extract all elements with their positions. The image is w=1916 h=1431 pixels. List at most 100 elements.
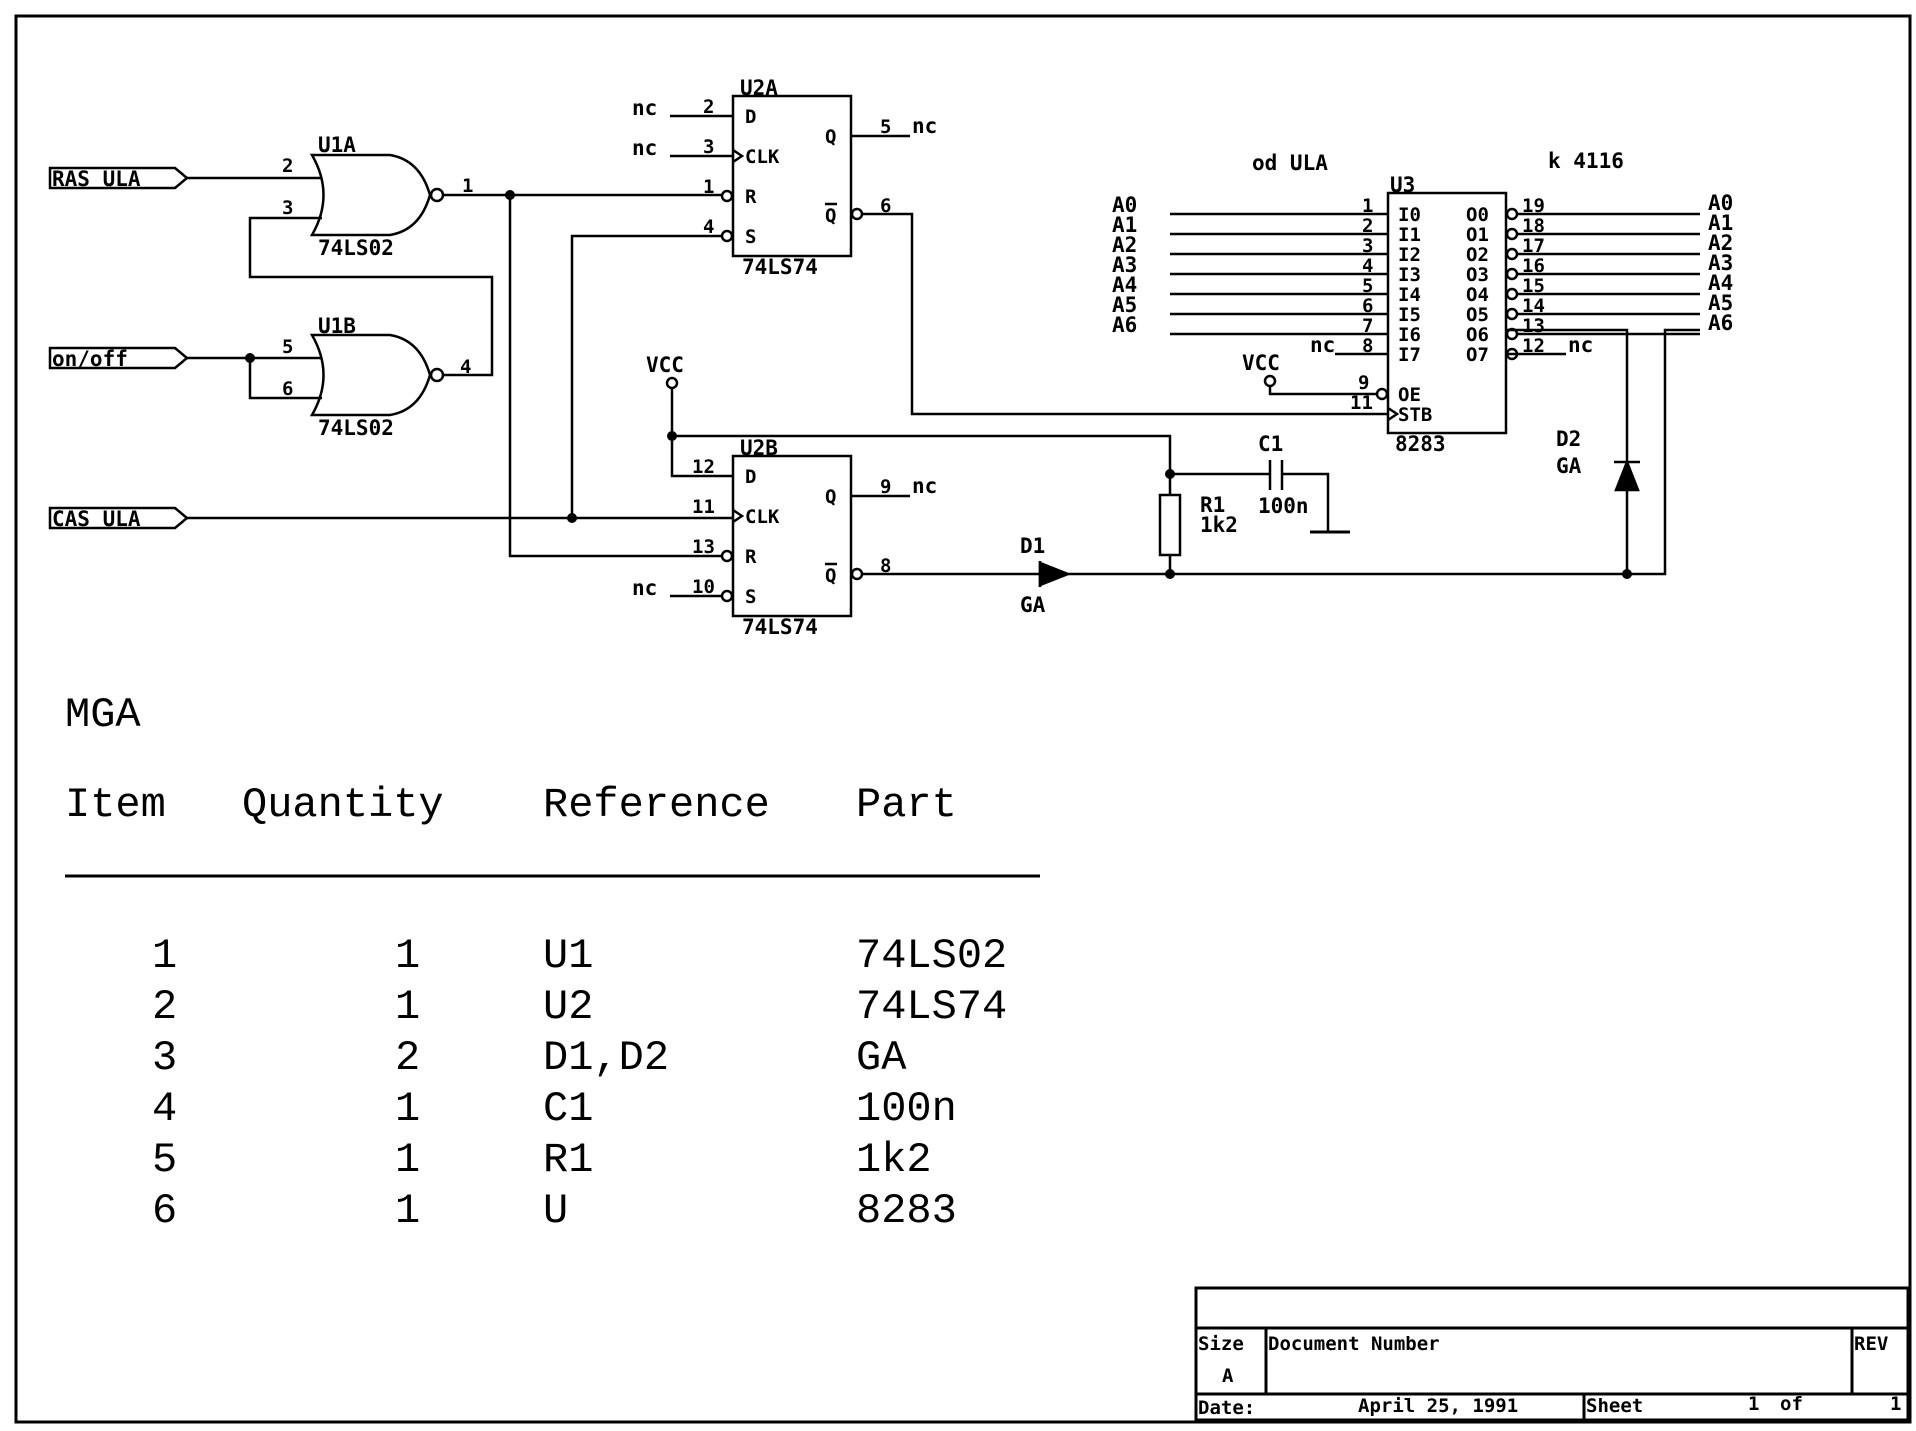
bom-header-item: Item — [65, 781, 166, 829]
u2a-pin-q: 5 — [880, 116, 891, 138]
port-ras-ula: RAS ULA — [48, 166, 189, 191]
u3-input-label: I2 — [1398, 244, 1421, 266]
u2b-ref: U2B — [740, 436, 778, 460]
u2b-pin-qn: 8 — [880, 555, 891, 577]
tb-rev-label: REV — [1854, 1333, 1888, 1355]
u3-ref: U3 — [1390, 173, 1415, 197]
u2a-pin-r: 1 — [703, 176, 714, 198]
vcc2-label: VCC — [1242, 351, 1280, 375]
port-onoff-label: on/off — [52, 347, 128, 371]
tb-of-label: of — [1780, 1393, 1803, 1415]
bom-cell: 6 — [152, 1187, 177, 1235]
u2b-pin-clk: 11 — [692, 496, 715, 518]
u3-input-label: I3 — [1398, 264, 1421, 286]
u1b-pin-b: 6 — [282, 378, 293, 400]
bom-cell: U1 — [543, 932, 593, 980]
addr-left-label: A3 — [1112, 253, 1137, 277]
u2a-ref: U2A — [740, 76, 778, 100]
bom-cell: 4 — [152, 1085, 177, 1133]
bom-header-quantity: Quantity — [242, 781, 444, 829]
u3-output-pin: 18 — [1522, 215, 1545, 237]
addr-right-label: A0 — [1708, 191, 1733, 215]
u3-input-label: I6 — [1398, 324, 1421, 346]
c1-value: 100n — [1258, 494, 1309, 518]
bom-header-reference: Reference — [543, 781, 770, 829]
bom-cell: U — [543, 1187, 568, 1235]
diode-d1: D1 GA — [1020, 534, 1072, 617]
u2b-nc-q: nc — [912, 474, 937, 498]
addr-left-label: A6 — [1112, 313, 1137, 337]
u3-output-label: O1 — [1466, 224, 1489, 246]
addr-right-label: A5 — [1708, 291, 1733, 315]
vcc-symbol-2: VCC — [1242, 351, 1280, 388]
flipflop-u2b: U2B 74LS74 D CLK R S Q Q 12 11 13 10 9 8… — [632, 436, 937, 639]
addr-right-label: A3 — [1708, 251, 1733, 275]
u3-output-label: O2 — [1466, 244, 1489, 266]
bom-cell: 74LS74 — [856, 983, 1007, 1031]
u3-input-pin: 6 — [1362, 295, 1373, 317]
tb-sheet-label: Sheet — [1586, 1395, 1643, 1417]
u2b-clk-label: CLK — [745, 506, 780, 528]
capacitor-c1: C1 100n — [1258, 432, 1309, 518]
u3-input-pin: 5 — [1362, 275, 1373, 297]
u3-output-label: O4 — [1466, 284, 1489, 306]
u2a-q-label: Q — [825, 126, 836, 148]
bom-cell: 5 — [152, 1136, 177, 1184]
u2a-clk-label: CLK — [745, 146, 780, 168]
gate-u1b: U1B 74LS02 5 6 4 — [282, 314, 471, 440]
bom-cell: 1 — [152, 932, 177, 980]
addr-right-label: A1 — [1708, 211, 1733, 235]
tb-docnum-label: Document Number — [1268, 1333, 1440, 1355]
u3-output-pin: 16 — [1522, 255, 1545, 277]
bom-cell: 2 — [395, 1034, 420, 1082]
u2a-s-label: S — [745, 226, 756, 248]
resistor-r1: R1 1k2 — [1158, 493, 1238, 557]
u2b-pin-s: 10 — [692, 576, 715, 598]
diode-d2: D2 GA — [1556, 427, 1640, 492]
addr-right-label: A6 — [1708, 311, 1733, 335]
r1-ref: R1 — [1200, 493, 1225, 517]
u3-pin-stb: 11 — [1350, 392, 1373, 414]
bom-cell: D1,D2 — [543, 1034, 669, 1082]
tb-of-value: 1 — [1890, 1393, 1901, 1415]
tb-size-label: Size — [1198, 1333, 1244, 1355]
d1-value: GA — [1020, 593, 1046, 617]
bus-right-label: k 4116 — [1548, 149, 1624, 173]
bom-cell: 8283 — [856, 1187, 957, 1235]
vcc-symbol-1: VCC — [646, 353, 684, 390]
bom-cell: 1 — [395, 1187, 420, 1235]
u3-input-pin: 2 — [1362, 215, 1373, 237]
addr-left-label: A0 — [1112, 193, 1137, 217]
u3-input-pin: 3 — [1362, 235, 1373, 257]
u3-pin-oe: 9 — [1358, 372, 1369, 394]
u3-output-label: O5 — [1466, 304, 1489, 326]
u2b-pin-d: 12 — [692, 456, 715, 478]
u3-output-label: O0 — [1466, 204, 1489, 226]
bus-left-label: od ULA — [1252, 151, 1328, 175]
u3-output-label: O6 — [1466, 324, 1489, 346]
u2b-nc-s: nc — [632, 576, 657, 600]
u3-input-label: I4 — [1398, 284, 1421, 306]
u3-output-pin: 13 — [1522, 315, 1545, 337]
u2b-pin-r: 13 — [692, 536, 715, 558]
u3-input-label: I0 — [1398, 204, 1421, 226]
u2a-pin-d: 2 — [703, 96, 714, 118]
gate-u1a: U1A 74LS02 2 3 1 — [282, 133, 473, 260]
u3-output-label: O3 — [1466, 264, 1489, 286]
u1b-pin-a: 5 — [282, 336, 293, 358]
u1a-pin-b: 3 — [282, 197, 293, 219]
u3-input-label: I1 — [1398, 224, 1421, 246]
u3-input-pin: 4 — [1362, 255, 1373, 277]
port-on-off: on/off — [48, 346, 189, 371]
u2b-d-label: D — [745, 466, 756, 488]
r1-value: 1k2 — [1200, 513, 1238, 537]
u3-input-label: I5 — [1398, 304, 1421, 326]
u3-input-pin: 7 — [1362, 315, 1373, 337]
bom-cell: 1 — [395, 983, 420, 1031]
u3-input-pin: 8 — [1362, 335, 1373, 357]
